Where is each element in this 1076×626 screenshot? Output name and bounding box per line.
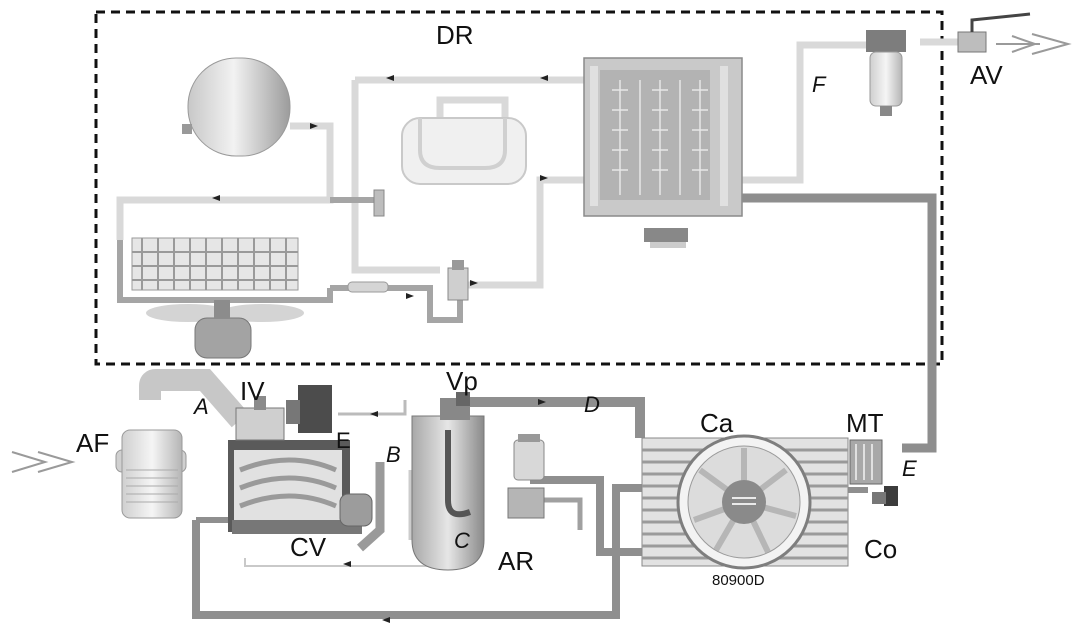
oil-regulator: [508, 434, 544, 518]
condenser-fan: [146, 300, 304, 358]
label-b: B: [386, 442, 401, 467]
label-iv: IV: [240, 376, 265, 406]
label-cv: CV: [290, 532, 327, 562]
check-valve: [340, 494, 372, 526]
label-ca: Ca: [700, 408, 734, 438]
label-e-right: E: [902, 456, 917, 481]
label-model: 80900D: [712, 572, 765, 589]
outlet-valve: [958, 14, 1030, 52]
label-c: C: [454, 528, 470, 553]
unloader-solenoid: [286, 385, 332, 433]
air-to-air-exchanger: [584, 58, 742, 216]
oil-separator-vessel: [412, 398, 484, 570]
dryer-return-pipe: [742, 198, 932, 448]
intake-arrow: [12, 452, 72, 472]
label-co: Co: [864, 534, 897, 564]
label-ar: AR: [498, 546, 534, 576]
label-dr: DR: [436, 20, 474, 50]
air-filter: [116, 380, 240, 518]
label-av: AV: [970, 60, 1003, 90]
label-f: F: [812, 72, 827, 97]
label-vp: Vp: [446, 366, 478, 396]
expansion-valve: [448, 260, 468, 300]
heat-exchanger-bowl: [402, 118, 526, 184]
electronic-drain: [872, 486, 898, 506]
moisture-trap: [850, 440, 882, 484]
label-d: D: [584, 392, 600, 417]
refrigerant-receiver-tank: [182, 58, 290, 156]
drain-unit-small: [644, 228, 688, 248]
bypass-valve: [374, 190, 384, 216]
output-filter: [866, 30, 906, 116]
filter-drier: [348, 282, 388, 292]
cooler-block: [642, 436, 848, 568]
label-af: AF: [76, 428, 109, 458]
label-e-left: E: [336, 428, 351, 453]
label-a: A: [192, 394, 209, 419]
label-mt: MT: [846, 408, 884, 438]
outlet-arrow: [996, 34, 1068, 54]
condenser-coil: [132, 238, 298, 290]
